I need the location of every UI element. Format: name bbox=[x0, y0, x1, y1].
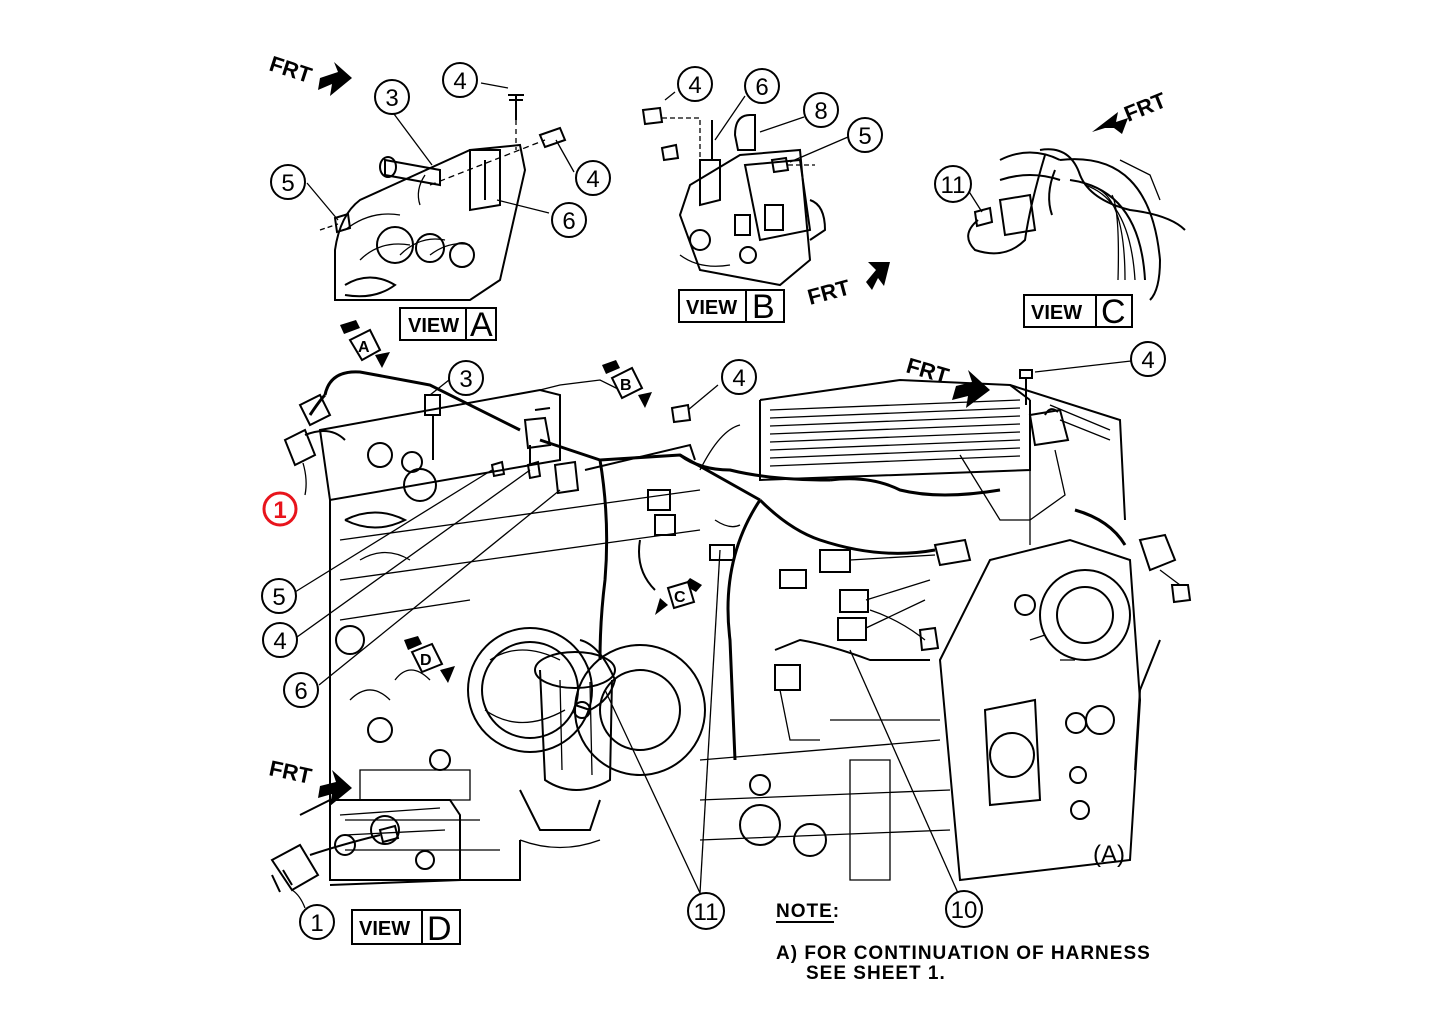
callout-4: 4 bbox=[262, 622, 298, 658]
frt-arrow: FRT bbox=[266, 51, 352, 96]
leader-lines bbox=[294, 360, 1132, 894]
callout-5: 5 bbox=[261, 578, 297, 614]
callout-4: 4 bbox=[721, 359, 757, 395]
svg-text:VIEW: VIEW bbox=[408, 315, 459, 337]
note-block: NOTE: A) FOR CONTINUATION OF HARNESS SEE… bbox=[776, 901, 1151, 984]
svg-text:3: 3 bbox=[385, 85, 398, 112]
view-marker-d: D bbox=[404, 636, 455, 683]
svg-text:4: 4 bbox=[273, 628, 286, 655]
svg-text:4: 4 bbox=[1141, 347, 1154, 374]
callout-1-highlighted: 1 bbox=[262, 491, 298, 527]
svg-text:6: 6 bbox=[562, 208, 575, 235]
callout-6: 6 bbox=[551, 202, 587, 238]
svg-text:1: 1 bbox=[310, 910, 323, 937]
svg-text:3: 3 bbox=[459, 366, 472, 393]
view-a-illustration bbox=[319, 94, 567, 301]
frt-arrow: FRT bbox=[1092, 87, 1170, 134]
svg-text:4: 4 bbox=[688, 72, 701, 99]
callout-3: 3 bbox=[448, 360, 484, 396]
svg-text:FRT: FRT bbox=[266, 51, 315, 88]
note-heading: NOTE: bbox=[776, 901, 840, 922]
svg-text:VIEW: VIEW bbox=[1031, 302, 1082, 324]
view-c-label: VIEW C bbox=[1023, 293, 1133, 331]
view-b-label: VIEW B bbox=[678, 288, 785, 326]
view-d-illustration bbox=[270, 799, 461, 909]
svg-text:10: 10 bbox=[951, 897, 978, 924]
svg-text:FRT: FRT bbox=[1121, 87, 1171, 126]
callout-10: 10 bbox=[945, 890, 983, 928]
svg-text:VIEW: VIEW bbox=[359, 918, 410, 940]
svg-text:B: B bbox=[620, 377, 632, 394]
svg-text:8: 8 bbox=[814, 98, 827, 125]
callout-6: 6 bbox=[744, 68, 780, 104]
detail-label: (A) bbox=[1093, 841, 1125, 868]
svg-text:FRT: FRT bbox=[805, 274, 853, 309]
view-a-label: VIEW A bbox=[399, 306, 497, 344]
svg-text:D: D bbox=[420, 652, 432, 669]
svg-text:5: 5 bbox=[281, 170, 294, 197]
frt-arrow: FRT bbox=[805, 262, 890, 310]
note-line-2: SEE SHEET 1. bbox=[806, 963, 946, 984]
svg-text:B: B bbox=[752, 288, 775, 326]
svg-text:1: 1 bbox=[273, 497, 286, 524]
frt-arrow: FRT bbox=[267, 755, 352, 806]
view-d-label: VIEW D bbox=[351, 909, 461, 948]
callout-11: 11 bbox=[687, 892, 725, 930]
svg-text:4: 4 bbox=[453, 68, 466, 95]
callout-6: 6 bbox=[283, 672, 319, 708]
note-line-1: A) FOR CONTINUATION OF HARNESS bbox=[776, 943, 1151, 964]
svg-text:11: 11 bbox=[941, 172, 966, 199]
svg-text:VIEW: VIEW bbox=[686, 297, 737, 319]
engine-illustration bbox=[318, 378, 1192, 882]
callout-11: 11 bbox=[934, 165, 972, 203]
view-marker-a: A bbox=[340, 320, 390, 368]
callout-4: 4 bbox=[1130, 341, 1166, 377]
wiring-harness bbox=[283, 369, 1070, 761]
svg-text:FRT: FRT bbox=[267, 755, 315, 788]
svg-text:C: C bbox=[674, 589, 686, 606]
svg-text:FRT: FRT bbox=[904, 353, 953, 389]
svg-text:4: 4 bbox=[586, 166, 599, 193]
view-marker-c: C bbox=[655, 578, 702, 615]
callout-4: 4 bbox=[677, 66, 713, 102]
svg-text:6: 6 bbox=[294, 678, 307, 705]
svg-text:5: 5 bbox=[858, 123, 871, 150]
callout-4: 4 bbox=[575, 160, 611, 196]
view-b-illustration bbox=[641, 106, 827, 287]
svg-text:C: C bbox=[1101, 293, 1126, 331]
callout-5: 5 bbox=[847, 117, 883, 153]
callout-5: 5 bbox=[270, 164, 306, 200]
svg-text:6: 6 bbox=[755, 74, 768, 101]
frt-arrow: FRT bbox=[904, 353, 990, 408]
svg-text:D: D bbox=[427, 910, 452, 948]
svg-text:4: 4 bbox=[732, 365, 745, 392]
svg-text:11: 11 bbox=[694, 899, 719, 926]
svg-text:5: 5 bbox=[272, 584, 285, 611]
callout-3: 3 bbox=[374, 79, 410, 115]
svg-text:A: A bbox=[470, 306, 493, 344]
svg-text:A: A bbox=[358, 339, 370, 356]
callout-8: 8 bbox=[803, 92, 839, 128]
callout-1: 1 bbox=[299, 904, 335, 940]
view-marker-b: B bbox=[602, 360, 652, 408]
callout-4: 4 bbox=[442, 62, 478, 98]
view-c-illustration bbox=[967, 148, 1186, 301]
